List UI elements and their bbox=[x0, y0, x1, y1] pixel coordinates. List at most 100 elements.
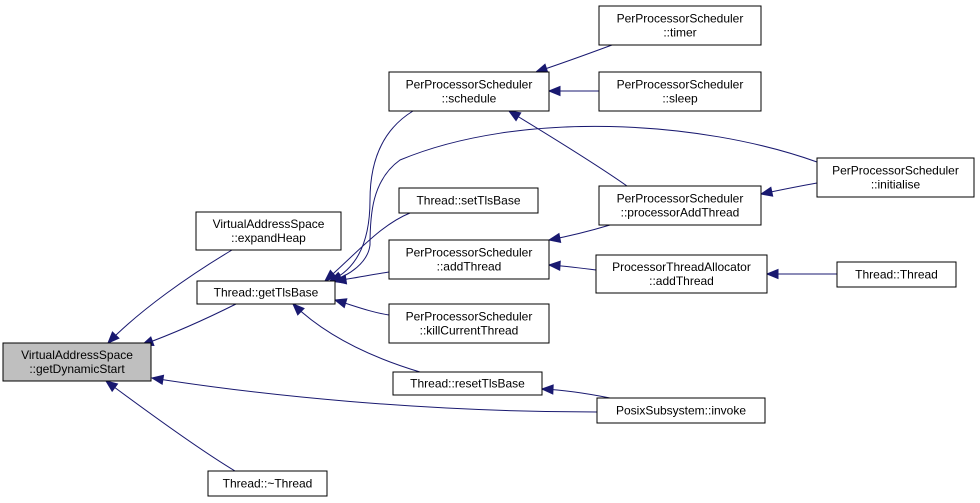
arrowhead-icon bbox=[547, 232, 562, 244]
arrowhead-icon bbox=[507, 110, 522, 122]
edge-expandHeap-to-getDynamicStart bbox=[107, 249, 233, 344]
edge-processorAddThread-to-ppsAddThread bbox=[547, 224, 611, 244]
node-box[interactable] bbox=[196, 280, 336, 305]
node-sleep[interactable]: PerProcessorScheduler::sleep bbox=[598, 71, 762, 112]
edge-initialise-to-processorAddThread bbox=[759, 182, 818, 197]
arrowhead-icon bbox=[104, 380, 119, 393]
edge-threadDtor-to-getDynamicStart bbox=[104, 380, 236, 472]
node-box[interactable] bbox=[392, 371, 543, 396]
edges-layer bbox=[104, 44, 838, 472]
node-timer[interactable]: PerProcessorScheduler::timer bbox=[598, 5, 762, 46]
node-box[interactable] bbox=[596, 397, 766, 424]
edge-threadCtor-to-ptaAddThread bbox=[765, 268, 838, 280]
arrowhead-icon bbox=[547, 260, 561, 271]
node-box[interactable] bbox=[598, 71, 762, 112]
edge-getTlsBase-to-getDynamicStart bbox=[140, 303, 237, 346]
edge-line bbox=[292, 303, 421, 373]
node-resetTlsBase[interactable]: Thread::resetTlsBase bbox=[392, 371, 543, 396]
edge-line bbox=[107, 249, 233, 344]
node-label: PerProcessorScheduler bbox=[617, 78, 744, 92]
arrowhead-icon bbox=[759, 186, 774, 197]
edge-ppsAddThread-to-getTlsBase bbox=[333, 271, 390, 285]
arrowhead-icon bbox=[324, 269, 338, 282]
node-label: ::addThread bbox=[437, 260, 502, 274]
arrowhead-icon bbox=[333, 274, 348, 285]
node-label: PerProcessorScheduler bbox=[406, 78, 533, 92]
node-label: ::addThread bbox=[649, 274, 714, 288]
arrowhead-icon bbox=[765, 268, 779, 280]
node-label: PosixSubsystem::invoke bbox=[616, 404, 746, 418]
node-box[interactable] bbox=[388, 239, 550, 280]
node-label: ::sleep bbox=[662, 92, 698, 106]
node-box[interactable] bbox=[207, 470, 328, 497]
node-label: ::timer bbox=[663, 26, 696, 40]
node-expandHeap[interactable]: VirtualAddressSpace::expandHeap bbox=[195, 211, 342, 251]
node-ppsAddThread[interactable]: PerProcessorScheduler::addThread bbox=[388, 239, 550, 280]
node-getDynamicStart[interactable]: VirtualAddressSpace::getDynamicStart bbox=[2, 342, 152, 382]
edge-ptaAddThread-to-ppsAddThread bbox=[547, 260, 597, 271]
node-label: ProcessorThreadAllocator bbox=[612, 260, 751, 274]
node-label: Thread::resetTlsBase bbox=[410, 377, 525, 391]
edge-setTlsBase-to-getTlsBase bbox=[324, 212, 411, 282]
node-label: Thread::getTlsBase bbox=[214, 286, 319, 300]
node-label: PerProcessorScheduler bbox=[617, 12, 744, 26]
node-label: PerProcessorScheduler bbox=[406, 310, 533, 324]
node-threadDtor[interactable]: Thread::~Thread bbox=[207, 470, 328, 497]
node-setTlsBase[interactable]: Thread::setTlsBase bbox=[398, 187, 539, 214]
edge-timer-to-schedule bbox=[534, 44, 613, 74]
arrowhead-icon bbox=[540, 384, 554, 395]
edge-line bbox=[151, 377, 598, 413]
edge-line bbox=[329, 125, 818, 282]
node-box[interactable] bbox=[598, 185, 762, 226]
edge-processorAddThread-to-schedule bbox=[507, 110, 628, 187]
edge-invoke-to-getDynamicStart bbox=[150, 374, 598, 413]
node-box[interactable] bbox=[398, 187, 539, 214]
edge-line bbox=[141, 303, 237, 346]
node-label: ::getDynamicStart bbox=[29, 362, 125, 376]
node-box[interactable] bbox=[2, 342, 152, 382]
edge-sleep-to-schedule bbox=[547, 85, 599, 97]
node-label: ::initialise bbox=[871, 178, 921, 192]
arrowhead-icon bbox=[333, 298, 348, 309]
node-label: ::expandHeap bbox=[231, 231, 306, 245]
edge-line bbox=[105, 380, 236, 472]
node-box[interactable] bbox=[595, 254, 768, 294]
node-label: ::schedule bbox=[442, 92, 497, 106]
node-killCurrentThread[interactable]: PerProcessorScheduler::killCurrentThread bbox=[388, 303, 550, 344]
arrowhead-icon bbox=[292, 303, 305, 316]
edge-killCurrentThread-to-getTlsBase bbox=[333, 298, 390, 316]
node-initialise[interactable]: PerProcessorScheduler::initialise bbox=[816, 157, 975, 198]
node-box[interactable] bbox=[836, 261, 957, 288]
edge-line bbox=[329, 110, 414, 282]
node-label: VirtualAddressSpace bbox=[21, 348, 133, 362]
node-getTlsBase[interactable]: Thread::getTlsBase bbox=[196, 280, 336, 305]
node-ptaAddThread[interactable]: ProcessorThreadAllocator::addThread bbox=[595, 254, 768, 294]
edge-line bbox=[324, 212, 411, 282]
node-box[interactable] bbox=[388, 71, 550, 112]
edge-invoke-to-resetTlsBase bbox=[540, 384, 611, 399]
arrowhead-icon bbox=[107, 331, 120, 344]
node-processorAddThread[interactable]: PerProcessorScheduler::processorAddThrea… bbox=[598, 185, 762, 226]
node-label: ::processorAddThread bbox=[621, 206, 740, 220]
edge-line bbox=[535, 44, 613, 73]
edge-resetTlsBase-to-getTlsBase bbox=[292, 303, 421, 373]
node-invoke[interactable]: PosixSubsystem::invoke bbox=[596, 397, 766, 424]
arrowhead-icon bbox=[547, 85, 561, 97]
node-threadCtor[interactable]: Thread::Thread bbox=[836, 261, 957, 288]
node-box[interactable] bbox=[388, 303, 550, 344]
node-schedule[interactable]: PerProcessorScheduler::schedule bbox=[388, 71, 550, 112]
node-label: ::killCurrentThread bbox=[420, 324, 519, 338]
node-label: PerProcessorScheduler bbox=[832, 164, 959, 178]
node-label: Thread::~Thread bbox=[223, 477, 313, 491]
node-label: PerProcessorScheduler bbox=[406, 246, 533, 260]
node-label: VirtualAddressSpace bbox=[213, 217, 325, 231]
edge-line bbox=[508, 110, 628, 187]
arrowhead-icon bbox=[150, 374, 165, 385]
node-label: Thread::setTlsBase bbox=[416, 194, 520, 208]
node-box[interactable] bbox=[598, 5, 762, 46]
node-label: Thread::Thread bbox=[855, 268, 938, 282]
nodes-layer: VirtualAddressSpace::getDynamicStartVirt… bbox=[2, 5, 975, 497]
node-box[interactable] bbox=[195, 211, 342, 251]
node-box[interactable] bbox=[816, 157, 975, 198]
